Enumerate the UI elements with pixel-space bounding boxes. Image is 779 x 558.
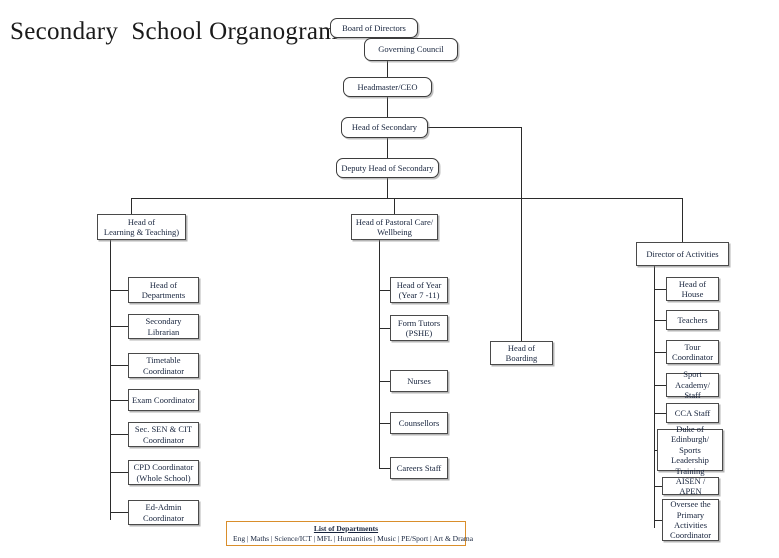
node-deputy-head-of-secondary[interactable]: Deputy Head of Secondary (336, 158, 439, 178)
connector-pastoral-stub-3 (379, 381, 390, 382)
node-label: AISEN / APEN (675, 475, 706, 496)
connector-bus-to-activities (682, 198, 683, 242)
legend-title: List of Departments (313, 524, 379, 533)
node-label: Head of Boarding (505, 342, 538, 363)
node-teachers[interactable]: Teachers (666, 310, 719, 330)
node-label: Director of Activities (646, 248, 719, 259)
connector-learning-stub-6 (110, 472, 128, 473)
connector-pastoral-stub-5 (379, 468, 390, 469)
connector-learning-stub-2 (110, 326, 128, 327)
node-sec-sen-cit-coordinator[interactable]: Sec. SEN & CIT Coordinator (128, 422, 199, 447)
connector-activities-stub-4 (654, 385, 666, 386)
node-label: CCA Staff (674, 407, 711, 418)
connector-learning-stub-5 (110, 434, 128, 435)
node-duke-of-edinburgh[interactable]: Duke of Edinburgh/ Sports Leadership Tra… (657, 424, 723, 476)
node-head-of-secondary[interactable]: Head of Secondary (341, 117, 428, 138)
node-label: Exam Coordinator (131, 394, 196, 405)
node-label: Sport Academy/ Staff (675, 369, 710, 401)
connector-gc-to-headmaster (387, 61, 388, 77)
connector-pastoral-stub-2 (379, 328, 390, 329)
connector-learning-stub-1 (110, 290, 128, 291)
connector-learning-spine (110, 240, 111, 520)
node-label: Head of Secondary (351, 122, 418, 133)
node-aisen-apen[interactable]: AISEN / APEN (662, 475, 719, 496)
connector-activities-stub-5 (654, 413, 666, 414)
connector-learning-stub-3 (110, 365, 128, 366)
connector-learning-stub-7 (110, 512, 128, 513)
connector-bus-to-learning (131, 198, 132, 214)
node-label: Oversee the Primary Activities Coordinat… (669, 499, 712, 541)
node-label: Ed-Admin Coordinator (142, 502, 185, 523)
node-timetable-coordinator[interactable]: Timetable Coordinator (128, 353, 199, 378)
connector-activities-stub-2 (654, 320, 666, 321)
connector-activities-stub-1 (654, 289, 666, 290)
connector-pastoral-stub-4 (379, 423, 390, 424)
node-label: Governing Council (378, 44, 444, 55)
connector-activities-stub-8 (654, 520, 666, 521)
legend-list-of-departments: List of Departments Eng | Maths | Scienc… (226, 521, 474, 546)
node-label: Headmaster/CEO (357, 81, 418, 92)
connector-activities-spine (654, 266, 655, 528)
node-exam-coordinator[interactable]: Exam Coordinator (128, 389, 199, 411)
node-label: Tour Coordinator (671, 341, 714, 362)
node-headmaster-ceo[interactable]: Headmaster/CEO (343, 77, 432, 97)
page-title: Secondary School Organogram (10, 18, 339, 45)
connector-bus-to-pastoral (394, 198, 395, 214)
node-label: Duke of Edinburgh/ Sports Leadership Tra… (670, 424, 710, 476)
node-head-of-departments[interactable]: Head of Departments (128, 277, 199, 303)
connector-learning-stub-4 (110, 400, 128, 401)
connector-distribution-bus (131, 198, 682, 199)
node-head-of-learning-teaching[interactable]: Head of Learning & Teaching) (97, 214, 186, 240)
node-label: Form Tutors (PSHE) (397, 317, 441, 338)
node-label: Nurses (407, 375, 431, 386)
connector-activities-stub-3 (654, 352, 666, 353)
node-head-of-year[interactable]: Head of Year (Year 7 -11) (390, 277, 448, 303)
node-oversee-primary-activities-coordinator[interactable]: Oversee the Primary Activities Coordinat… (662, 499, 719, 541)
node-head-of-pastoral-care[interactable]: Head of Pastoral Care/ Wellbeing (351, 214, 438, 240)
node-counsellors[interactable]: Counsellors (390, 412, 448, 434)
node-label: Secondary Librarian (145, 316, 182, 337)
connector-activities-stub-7 (654, 486, 666, 487)
node-label: Head of Learning & Teaching) (103, 216, 180, 237)
node-cca-staff[interactable]: CCA Staff (666, 403, 719, 423)
node-ed-admin-coordinator[interactable]: Ed-Admin Coordinator (128, 500, 199, 525)
connector-pastoral-spine (379, 240, 380, 469)
node-label: Sec. SEN & CIT Coordinator (134, 424, 193, 445)
node-head-of-house[interactable]: Head of House (666, 277, 719, 301)
connector-deputy-to-bus (387, 178, 388, 198)
node-head-of-boarding[interactable]: Head of Boarding (490, 341, 553, 365)
node-director-of-activities[interactable]: Director of Activities (636, 242, 729, 266)
connector-hos-to-deputy (387, 138, 388, 158)
node-cpd-coordinator[interactable]: CPD Coordinator (Whole School) (128, 460, 199, 485)
node-nurses[interactable]: Nurses (390, 370, 448, 392)
node-label: Head of Departments (141, 279, 186, 300)
node-label: CPD Coordinator (Whole School) (133, 462, 194, 483)
node-board-of-directors[interactable]: Board of Directors (330, 18, 418, 38)
connector-hos-to-boarding-vertical (521, 127, 522, 341)
node-label: Careers Staff (396, 462, 442, 473)
node-label: Head of Year (Year 7 -11) (396, 279, 442, 300)
connector-hos-to-boarding-horizontal (428, 127, 522, 128)
node-label: Teachers (677, 314, 708, 325)
node-sport-academy-staff[interactable]: Sport Academy/ Staff (666, 369, 719, 400)
node-secondary-librarian[interactable]: Secondary Librarian (128, 314, 199, 339)
node-governing-council[interactable]: Governing Council (364, 38, 458, 61)
node-form-tutors[interactable]: Form Tutors (PSHE) (390, 315, 448, 341)
node-label: Head of House (678, 278, 707, 299)
node-label: Deputy Head of Secondary (341, 162, 434, 173)
node-label: Timetable Coordinator (142, 355, 185, 376)
connector-headmaster-to-hos (387, 97, 388, 117)
node-label: Counsellors (398, 417, 440, 428)
node-label: Board of Directors (342, 22, 406, 33)
connector-pastoral-stub-1 (379, 290, 390, 291)
legend-items: Eng | Maths | Science/ICT | MFL | Humani… (233, 533, 474, 543)
node-tour-coordinator[interactable]: Tour Coordinator (666, 340, 719, 364)
node-careers-staff[interactable]: Careers Staff (390, 457, 448, 479)
node-label: Head of Pastoral Care/ Wellbeing (355, 216, 434, 237)
